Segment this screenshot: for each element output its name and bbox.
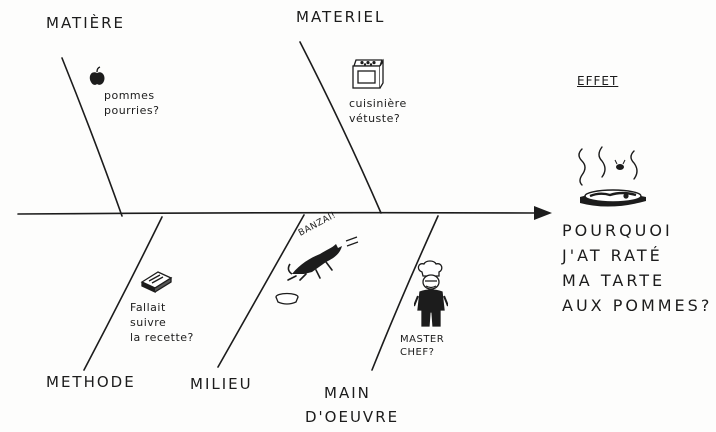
category-matiere: MATIÈRE [46,14,125,32]
category-milieu: MILIEU [190,375,253,393]
category-methode: METHODE [46,373,136,391]
category-materiel: MATERIEL [296,8,385,26]
motion-lines-icon [344,236,360,248]
leaping-cat-icon [286,240,346,282]
cause-cuisiniere: cuisinière vétuste? [349,96,407,126]
effect-label: EFFET [577,74,618,88]
cause-pommes: pommes pourries? [104,88,159,118]
bone-milieu [218,215,304,367]
stove-icon [350,58,386,92]
category-main: MAIN [324,384,371,402]
arrowhead [534,206,552,220]
main-spine [18,213,536,214]
cause-masterchef: MASTER CHEF? [400,333,444,359]
pet-bowl-icon [274,292,300,306]
effect-question: POURQUOI J'AT RATÉ MA TARTE AUX POMMES? [562,218,712,318]
pie-dish-icon [566,145,656,217]
chef-icon [414,260,448,332]
cause-recette: Fallait suivre la recette? [130,300,194,345]
category-doeuvre: D'OEUVRE [305,408,399,426]
recipe-book-icon [138,268,174,294]
apple-icon [88,66,106,88]
